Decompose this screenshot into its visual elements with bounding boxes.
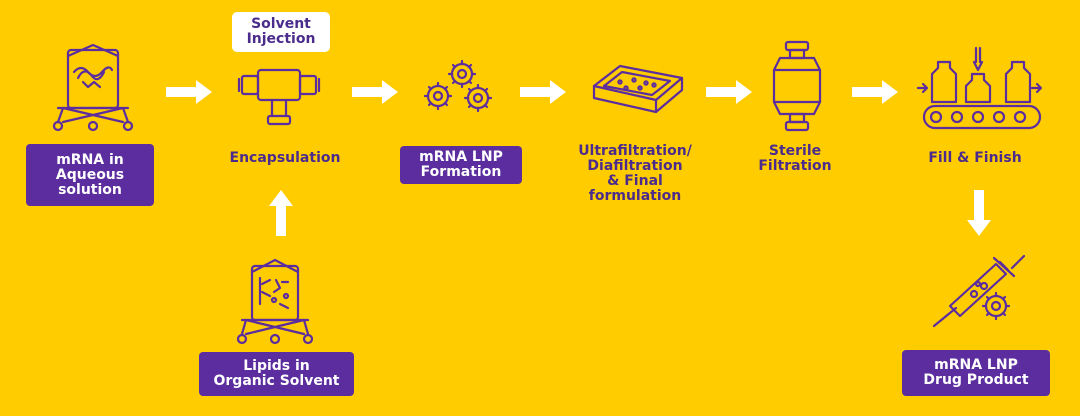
flow-arrow — [852, 80, 898, 104]
flow-arrow — [166, 80, 212, 104]
solvent-injection-label: Solvent Injection — [232, 12, 330, 52]
flow-arrow — [706, 80, 752, 104]
drug-product-box: mRNA LNP Drug Product — [902, 350, 1050, 396]
flow-arrow-down — [967, 190, 991, 236]
flow-arrow — [520, 80, 566, 104]
flow-arrow — [352, 80, 398, 104]
lnp-formation-label: mRNA LNP Formation — [419, 149, 503, 180]
lnp-formation-box: mRNA LNP Formation — [400, 146, 522, 184]
encapsulation-label: Encapsulation — [229, 150, 341, 166]
mrna-aqueous-box: mRNA in Aqueous solution — [26, 144, 154, 206]
filling-line-icon — [916, 46, 1043, 130]
uf-df-label: Ultrafiltration/ Diafiltration & Final f… — [578, 143, 692, 204]
fill-finish-label: Fill & Finish — [928, 150, 1022, 166]
flow-arrow-up — [269, 190, 293, 236]
filtration-cassette-icon — [592, 64, 684, 114]
sterile-filter-icon — [772, 40, 822, 132]
lipids-organic-label: Lipids in Organic Solvent — [213, 358, 340, 389]
lipids-organic-box: Lipids in Organic Solvent — [199, 352, 354, 396]
reactor-vessel-icon — [52, 43, 134, 132]
mixing-tee-icon — [237, 68, 321, 126]
mrna-aqueous-label: mRNA in Aqueous solution — [55, 151, 125, 198]
syringe-icon — [932, 254, 1026, 328]
sterile-filtration-label: Sterile Filtration — [758, 143, 832, 174]
nanoparticles-icon — [423, 59, 493, 113]
lipid-vessel-icon — [236, 258, 314, 345]
drug-product-label: mRNA LNP Drug Product — [923, 357, 1029, 388]
